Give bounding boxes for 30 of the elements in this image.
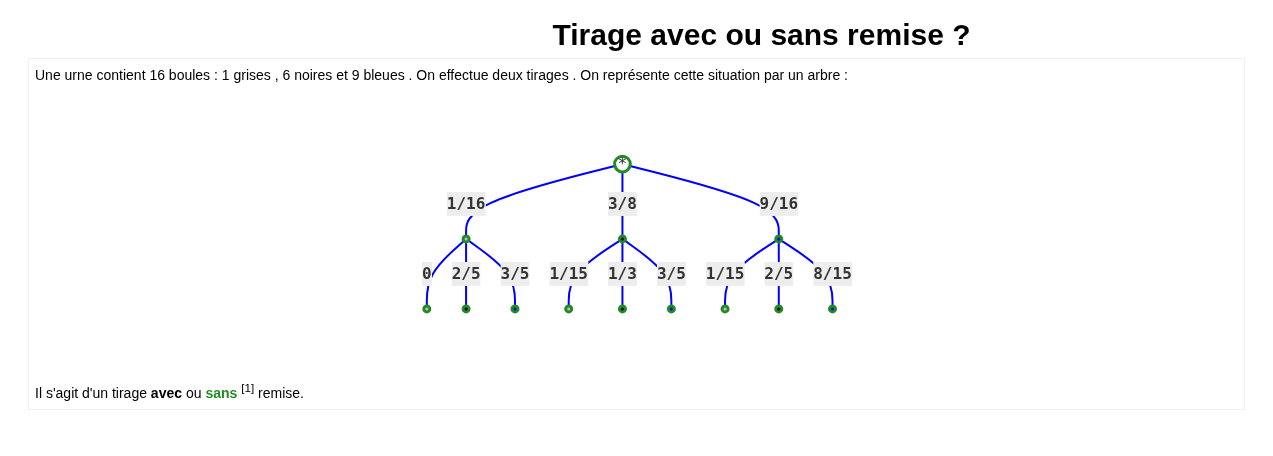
node-circle (827, 304, 837, 314)
node-circle (421, 304, 431, 314)
node-circle (461, 234, 471, 244)
edge-label: 2/5 (763, 263, 793, 283)
connector (464, 165, 616, 237)
page-title: Tirage avec ou sans remise ? (551, 18, 972, 52)
connector (628, 165, 780, 237)
edge-label: 1/3 (607, 263, 637, 283)
node-circle (510, 304, 520, 314)
edge-label: 8/15 (812, 263, 852, 283)
conclusion-text: Il s'agit d'un tirage avec ou sans $^{[1]}$ remise. (35, 381, 305, 401)
edge-label: 9/16 (759, 193, 798, 213)
node-circle (563, 304, 573, 314)
node-circle (773, 304, 783, 314)
edge-label: 0 (421, 263, 432, 283)
intro-text: Une urne contient 16 boules : 1 grises , 6 noires et 9 bleues . On effectue deux tirages . On représente cette situation par un arbre : (35, 67, 849, 83)
node-circle (617, 234, 627, 244)
node-circle (666, 304, 676, 314)
edge-label: 3/5 (656, 263, 686, 283)
node-circle (617, 304, 627, 314)
edge-label: 3/5 (500, 263, 530, 283)
edge-label: 1/15 (705, 263, 744, 283)
node-circle (720, 304, 730, 314)
node-circle (461, 304, 471, 314)
edge-label: 1/15 (549, 263, 588, 283)
edge-label: 1/16 (446, 193, 485, 213)
node-circle: * (612, 154, 632, 174)
edge-label: 3/8 (607, 193, 637, 213)
edge-label: 2/5 (451, 263, 481, 283)
node-circle (773, 234, 783, 244)
